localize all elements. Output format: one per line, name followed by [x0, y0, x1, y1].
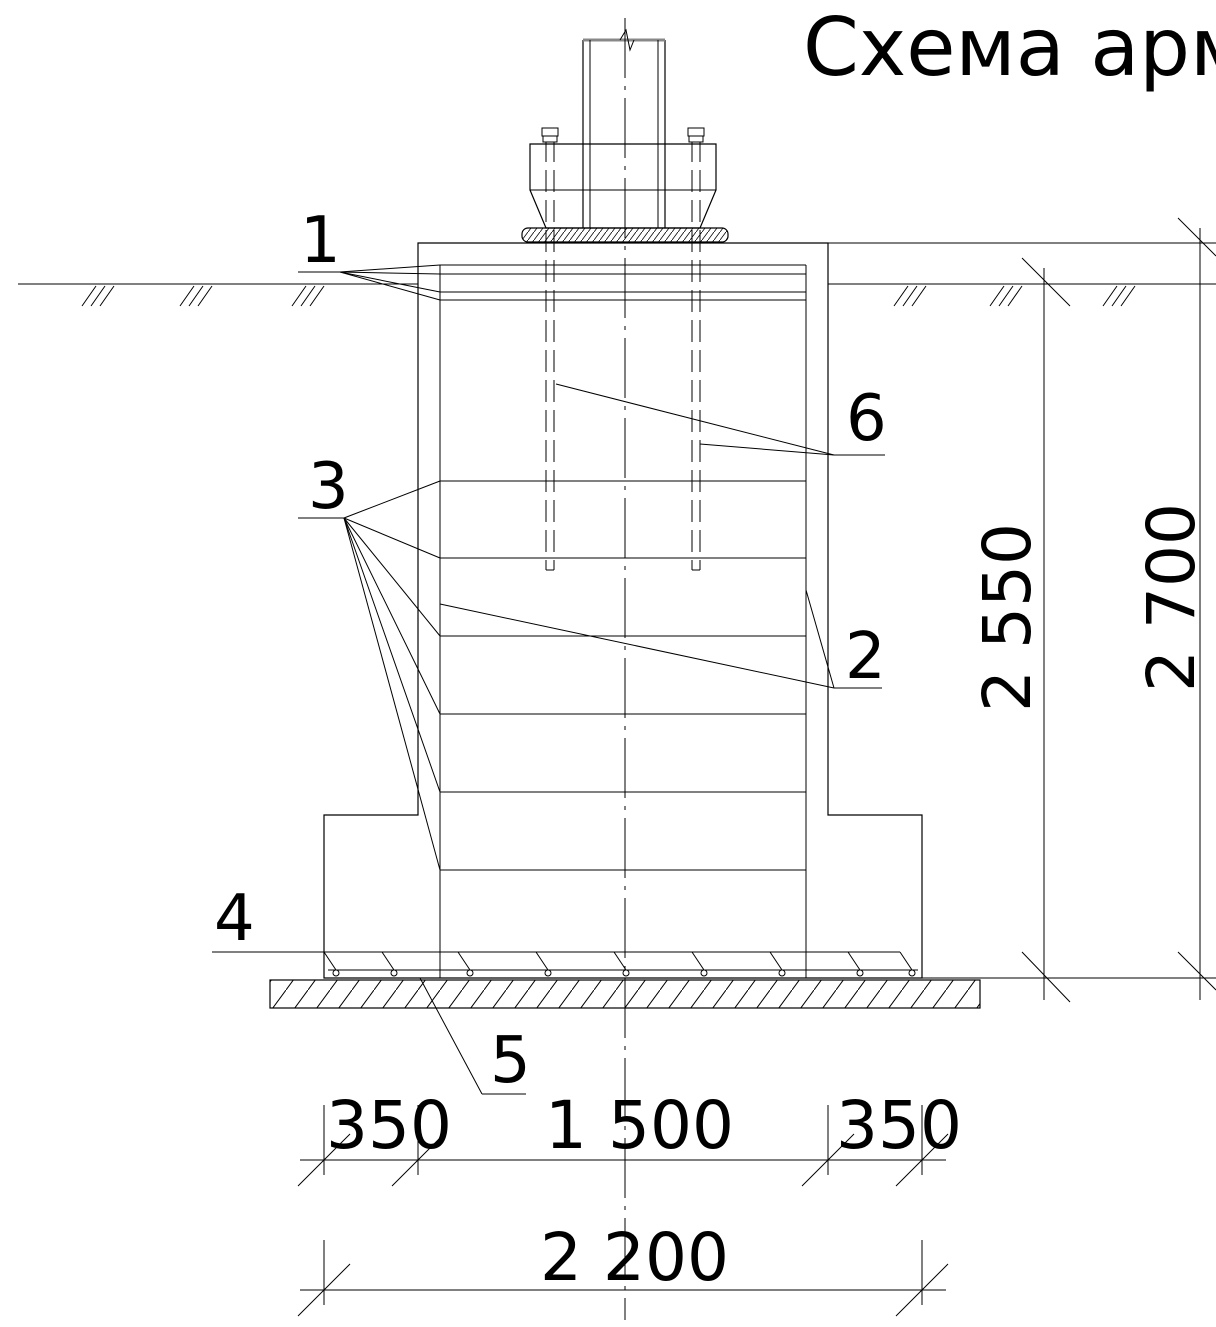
- callout-6-label: 6: [846, 382, 887, 456]
- dim-total-width: 2 200: [540, 1219, 729, 1296]
- anchor-bolts: [541, 127, 705, 571]
- callout-3-label: 3: [308, 450, 349, 524]
- callout-5-leader: [419, 977, 526, 1095]
- ground-line: [18, 283, 1216, 307]
- bottom-rebar-mesh: [323, 951, 918, 977]
- bottom-dimension-row-1: [297, 1105, 949, 1187]
- drawing-title: Схема арму: [803, 1, 1216, 94]
- dim-total-height: 2 700: [1133, 503, 1210, 692]
- callout-5-label: 5: [490, 1024, 531, 1098]
- right-dimension-2550: [828, 257, 1071, 1003]
- callout-2-leader: [439, 589, 882, 689]
- callout-1-label: 1: [300, 204, 341, 278]
- horizontal-stirrups: [440, 480, 806, 871]
- foundation-outline: [323, 242, 923, 979]
- dim-right-ledge: 350: [836, 1087, 962, 1164]
- top-rebar-mesh: [440, 264, 806, 301]
- right-dimension-2700: [828, 217, 1216, 1000]
- bottom-dimension-row-2: [297, 1240, 949, 1317]
- dim-left-ledge: 350: [326, 1087, 452, 1164]
- dim-pedestal-width: 1 500: [545, 1087, 734, 1164]
- callout-4-label: 4: [214, 882, 255, 956]
- callout-3-leader: [298, 480, 441, 871]
- callout-2-label: 2: [845, 620, 886, 694]
- callout-1-leader: [298, 264, 441, 301]
- dim-height-from-ground: 2 550: [969, 523, 1046, 712]
- callout-6-leader: [555, 383, 885, 456]
